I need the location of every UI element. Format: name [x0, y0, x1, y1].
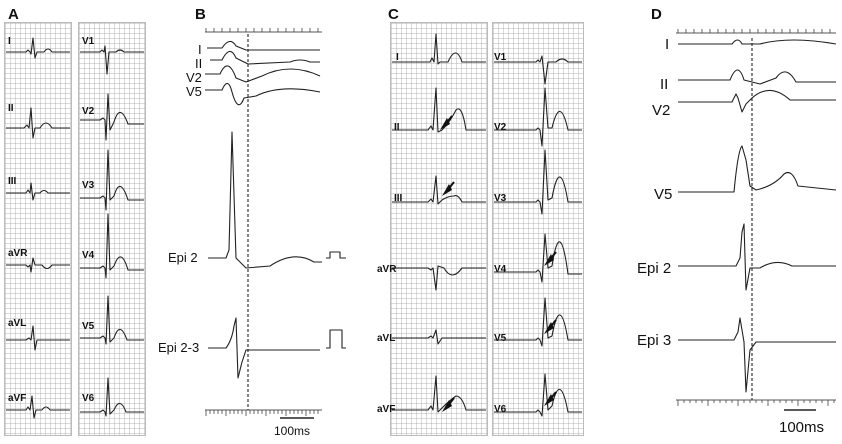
panel-c-limb-grid [390, 22, 488, 436]
lead-label: aVR [8, 248, 28, 259]
trace-c-V3 [494, 149, 582, 215]
lead-label: aVF [377, 404, 396, 415]
trace-c-V5 [494, 297, 582, 347]
trace-a-II [6, 107, 70, 139]
panel-c-chest-grid [492, 22, 584, 436]
trace-a-aVR [6, 257, 70, 273]
arrow-icon [544, 254, 554, 266]
trace-d-epi3 [678, 317, 836, 393]
arrow-icon [544, 322, 554, 334]
trace-a-V4 [80, 213, 144, 279]
lead-label: I [665, 36, 670, 53]
ruler-ticks [205, 28, 835, 416]
lead-label: I [198, 42, 202, 57]
lead-label: V5 [654, 186, 673, 203]
trace-b-I [207, 40, 320, 51]
lead-label: Epi 3 [637, 332, 672, 349]
lead-label: V4 [82, 250, 95, 261]
trace-c-II [392, 87, 486, 133]
lead-label: aVF [8, 393, 27, 404]
trace-a-V3 [80, 149, 144, 211]
trace-a-V6 [80, 377, 144, 417]
trace-b-epi2 [208, 131, 322, 269]
trace-c-aVF [392, 375, 486, 413]
trace-b-epi23 [208, 317, 320, 379]
lead-label: II [8, 103, 14, 114]
trace-b-epi2-pulse [326, 251, 346, 259]
lead-label: Epi 2 [637, 260, 672, 277]
lead-label: V3 [82, 180, 95, 191]
trace-d-II [678, 69, 836, 85]
trace-b-V5 [205, 82, 321, 106]
trace-a-aVL [6, 325, 70, 351]
panel-a-limb-grid [4, 22, 72, 436]
trace-a-V5 [80, 295, 144, 345]
panel-a-chest-grid [78, 22, 146, 436]
lead-label: V2 [494, 122, 507, 133]
arrow-icon [544, 394, 554, 406]
lead-label: II [660, 76, 669, 93]
lead-label: III [394, 193, 403, 204]
epi-label: Epi 2-3 [158, 340, 200, 355]
trace-b-V2 [205, 65, 321, 83]
lead-label: I [8, 36, 11, 47]
trace-c-V6 [494, 373, 582, 417]
lead-label: V2 [186, 70, 202, 85]
lead-label: V2 [82, 106, 95, 117]
lead-label: II [394, 122, 400, 133]
lead-label: aVL [377, 333, 396, 344]
trace-c-aVR [392, 265, 486, 291]
trace-c-V2 [494, 87, 582, 147]
panel-d-letter: D [651, 6, 662, 23]
lead-label: aVR [377, 264, 397, 275]
trace-a-aVF [6, 395, 70, 419]
trace-d-epi2 [678, 223, 836, 291]
panel-a-letter: A [8, 6, 19, 23]
arrow-icon [442, 184, 452, 196]
epi-label: Epi 2 [168, 250, 198, 265]
trace-c-I [392, 33, 486, 65]
arrow-icon [442, 400, 452, 412]
lead-label: V5 [494, 333, 507, 344]
trace-c-aVL [392, 329, 486, 345]
lead-label: V6 [82, 393, 95, 404]
lead-label: V5 [186, 84, 202, 99]
trace-d-V2 [678, 89, 836, 113]
panel-c-letter: C [388, 6, 399, 23]
lead-label: V2 [652, 102, 671, 119]
panel-b-letter: B [195, 6, 206, 23]
lead-label: V1 [82, 36, 95, 47]
lead-label: V4 [494, 264, 507, 275]
trace-c-III [392, 175, 486, 205]
scale-bar-label: 100ms [779, 419, 825, 436]
trace-d-I [678, 39, 837, 45]
trace-a-III [6, 182, 70, 201]
arrow-icon [440, 118, 450, 130]
scale-bar-label: 100ms [274, 424, 311, 438]
lead-label: III [8, 176, 17, 187]
trace-a-V1 [80, 45, 144, 75]
lead-label: II [195, 56, 203, 71]
trace-c-V4 [494, 233, 582, 283]
trace-a-I [6, 37, 70, 59]
lead-label: V5 [82, 321, 95, 332]
trace-b-II [210, 50, 320, 65]
lead-label: I [396, 52, 399, 63]
trace-b-epi23-pulse [326, 329, 346, 349]
trace-c-V1 [494, 55, 582, 85]
lead-label: V6 [494, 404, 507, 415]
lead-label: aVL [8, 318, 27, 329]
trace-a-V2 [80, 93, 144, 141]
lead-label: V3 [494, 193, 507, 204]
lead-label: V1 [494, 52, 507, 63]
trace-d-V5 [678, 145, 837, 193]
